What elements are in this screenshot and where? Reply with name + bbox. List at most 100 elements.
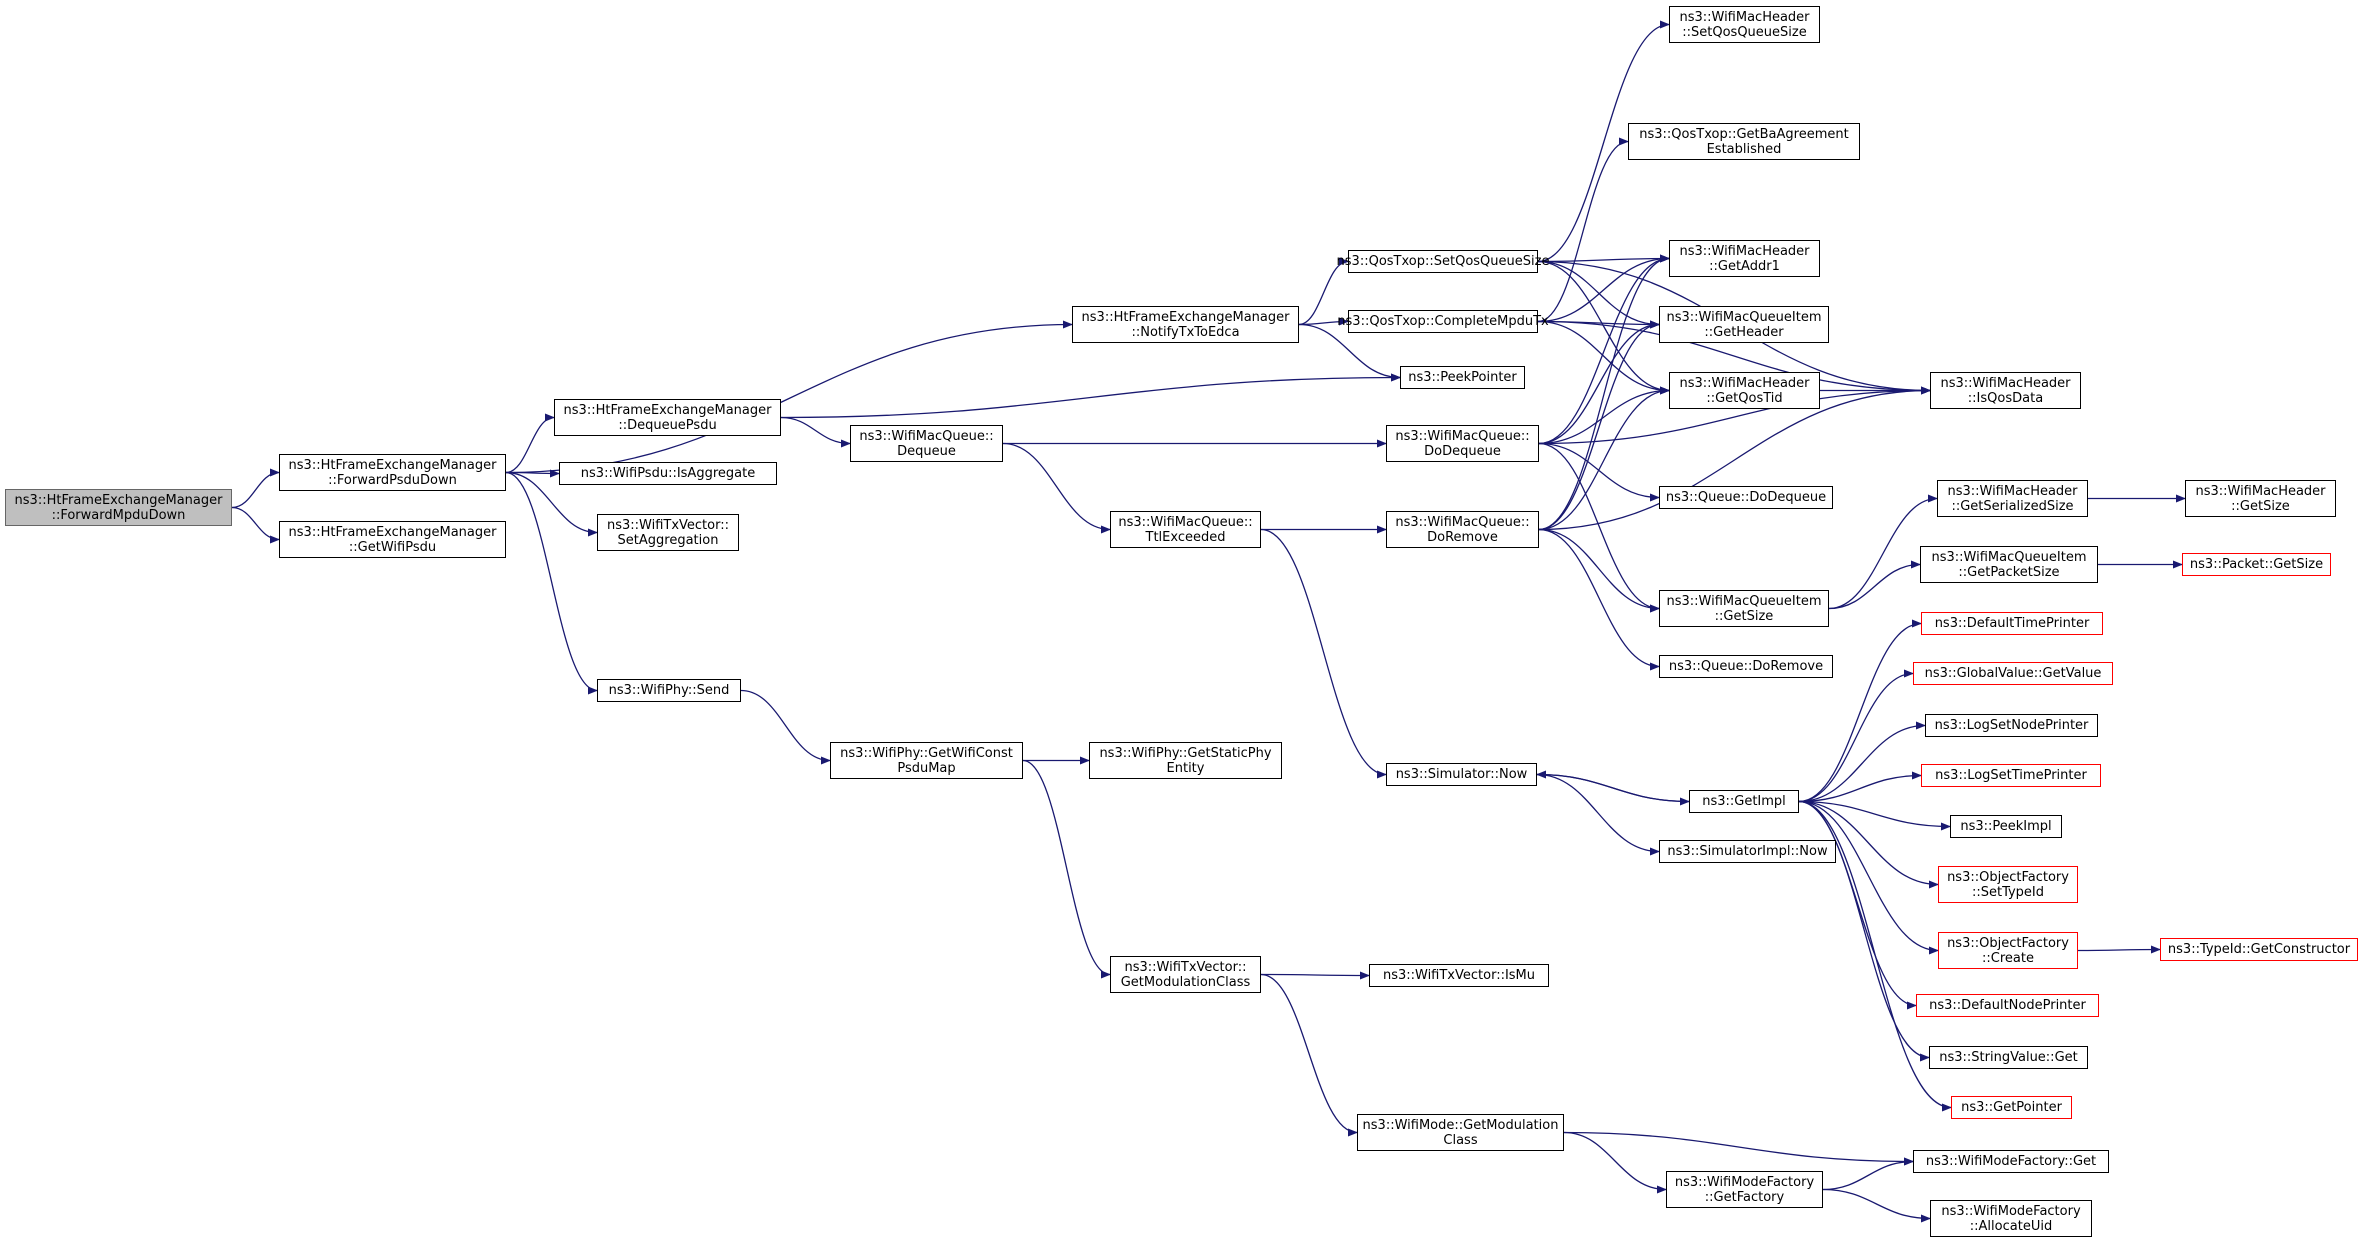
node-mode-factory-get-factory[interactable]: ns3::WifiModeFactory ::GetFactory	[1666, 1171, 1823, 1208]
node-mac-queue-dequeue[interactable]: ns3::WifiMacQueue:: Dequeue	[850, 425, 1003, 462]
node-mac-queue-ttl-exceeded[interactable]: ns3::WifiMacQueue:: TtlExceeded	[1110, 511, 1261, 548]
call-edge-n_fwdpsdu-to-n_setagg	[505, 471, 598, 537]
call-edge-n_dequeuepsdu-to-n_qdequeue	[780, 416, 851, 448]
call-edge-n_completempdu-to-n_getba	[1537, 137, 1629, 323]
call-edge-n_notifytx-to-n_peekpointer	[1298, 323, 1401, 382]
node-peek-impl[interactable]: ns3::PeekImpl	[1950, 815, 2062, 838]
node-mode-get-modulation-class[interactable]: ns3::WifiMode::GetModulation Class	[1357, 1114, 1564, 1151]
node-header-is-qos-data[interactable]: ns3::WifiMacHeader ::IsQosData	[1930, 372, 2081, 409]
node-queue-do-remove[interactable]: ns3::Queue::DoRemove	[1659, 655, 1833, 678]
call-edge-n_doremove-to-n_itemgetsize	[1538, 528, 1660, 613]
call-edge-n_setqos-to-n_getaddr1	[1537, 254, 1670, 263]
node-default-time-printer[interactable]: ns3::DefaultTimePrinter	[1921, 612, 2103, 635]
call-edge-n_getimpl-to-n_create	[1798, 800, 1939, 955]
node-simulator-impl-now[interactable]: ns3::SimulatorImpl::Now	[1659, 840, 1836, 863]
call-edge-n_setqos-to-n_getqostid	[1537, 260, 1670, 395]
node-log-set-node-printer[interactable]: ns3::LogSetNodePrinter	[1925, 714, 2098, 737]
node-header-get-size[interactable]: ns3::WifiMacHeader ::GetSize	[2185, 480, 2336, 517]
node-mac-queue-do-remove[interactable]: ns3::WifiMacQueue:: DoRemove	[1386, 511, 1539, 548]
node-string-value-get[interactable]: ns3::StringValue::Get	[1929, 1046, 2088, 1069]
node-object-factory-create[interactable]: ns3::ObjectFactory ::Create	[1938, 932, 2078, 969]
call-edge-n_dodequeue-to-n_itemgetsize	[1538, 442, 1660, 613]
call-edge-n_getfactory-to-n_factoryget	[1822, 1157, 1914, 1191]
call-edge-n_getimpl-to-n_simnow	[1536, 770, 1690, 803]
call-edge-n_root-to-n_getwifipsdu	[231, 506, 280, 544]
call-edge-n_modegetmod-to-n_getfactory	[1563, 1131, 1667, 1194]
node-forward-mpdu-down: ns3::HtFrameExchangeManager ::ForwardMpd…	[5, 489, 232, 526]
node-global-value-get-value[interactable]: ns3::GlobalValue::GetValue	[1913, 662, 2113, 685]
node-queue-item-get-header[interactable]: ns3::WifiMacQueueItem ::GetHeader	[1659, 306, 1829, 343]
node-log-set-time-printer[interactable]: ns3::LogSetTimePrinter	[1921, 764, 2101, 787]
node-header-get-addr1[interactable]: ns3::WifiMacHeader ::GetAddr1	[1669, 240, 1820, 277]
node-get-static-phy-entity[interactable]: ns3::WifiPhy::GetStaticPhy Entity	[1089, 742, 1282, 779]
call-edge-n_root-to-n_fwdpsdu	[231, 468, 280, 509]
call-edge-n_simnow-to-n_simimplnow	[1536, 773, 1660, 856]
call-edge-n_getfactory-to-n_allocuid	[1822, 1188, 1931, 1223]
node-tx-vector-is-mu[interactable]: ns3::WifiTxVector::IsMu	[1369, 964, 1549, 987]
call-edge-n_doremove-to-n_getqostid	[1538, 386, 1670, 531]
call-edge-n_notifytx-to-n_setqos	[1298, 257, 1349, 326]
node-peek-pointer[interactable]: ns3::PeekPointer	[1400, 366, 1525, 389]
node-object-factory-set-type-id[interactable]: ns3::ObjectFactory ::SetTypeId	[1938, 866, 2078, 903]
node-notify-tx-to-edca[interactable]: ns3::HtFrameExchangeManager ::NotifyTxTo…	[1072, 306, 1299, 343]
call-edge-n_completempdu-to-n_isqosdata	[1537, 320, 1931, 395]
call-edge-n_completempdu-to-n_getqostid	[1537, 320, 1670, 395]
node-header-get-qos-tid[interactable]: ns3::WifiMacHeader ::GetQosTid	[1669, 372, 1820, 409]
call-edge-n_itemgetsize-to-n_getserialized	[1828, 494, 1938, 610]
node-packet-get-size[interactable]: ns3::Packet::GetSize	[2182, 553, 2331, 576]
node-queue-item-get-size[interactable]: ns3::WifiMacQueueItem ::GetSize	[1659, 590, 1829, 627]
call-edge-n_getimpl-to-n_peekimpl	[1798, 800, 1951, 831]
node-tx-vector-get-modulation-class[interactable]: ns3::WifiTxVector:: GetModulationClass	[1110, 956, 1261, 993]
call-edge-n_getimpl-to-n_stringget	[1798, 800, 1930, 1062]
call-edge-n_dodequeue-to-n_getaddr1	[1538, 254, 1670, 445]
call-edge-n_doremove-to-n_isqosdata	[1538, 386, 1931, 531]
call-edge-n_getimpl-to-n_getpointer	[1798, 800, 1952, 1112]
node-type-id-get-constructor[interactable]: ns3::TypeId::GetConstructor	[2160, 938, 2358, 961]
node-psdu-is-aggregate[interactable]: ns3::WifiPsdu::IsAggregate	[559, 462, 777, 485]
node-mode-factory-allocate-uid[interactable]: ns3::WifiModeFactory ::AllocateUid	[1930, 1200, 2092, 1237]
call-edge-n_doremove-to-n_itemgetheader	[1538, 320, 1660, 531]
call-edge-n_getimpl-to-n_settypeid	[1798, 800, 1939, 889]
call-edge-n_itemgetsize-to-n_getpacketsize	[1828, 560, 1921, 610]
node-default-node-printer[interactable]: ns3::DefaultNodePrinter	[1916, 994, 2099, 1017]
node-phy-send[interactable]: ns3::WifiPhy::Send	[597, 679, 741, 702]
call-edge-n_create-to-n_getconstructor	[2077, 945, 2161, 954]
node-mac-queue-do-dequeue[interactable]: ns3::WifiMacQueue:: DoDequeue	[1386, 425, 1539, 462]
call-edge-n_dodequeue-to-n_itemgetheader	[1538, 320, 1660, 445]
node-simulator-now[interactable]: ns3::Simulator::Now	[1386, 763, 1537, 786]
call-edge-n_ttl-to-n_simnow	[1260, 528, 1387, 779]
call-edge-n_fwdpsdu-to-n_dequeuepsdu	[505, 413, 555, 474]
node-get-pointer[interactable]: ns3::GetPointer	[1951, 1096, 2072, 1119]
node-qos-txop-set-qos-queue-size[interactable]: ns3::QosTxop::SetQosQueueSize	[1337, 250, 1549, 273]
call-edge-n_doremove-to-n_getaddr1	[1538, 254, 1670, 531]
node-get-wifi-const-psdu-map[interactable]: ns3::WifiPhy::GetWifiConst PsduMap	[830, 742, 1023, 779]
node-qos-txop-get-ba-agreement-established[interactable]: ns3::QosTxop::GetBaAgreement Established	[1628, 123, 1860, 160]
call-edge-n_qdequeue-to-n_ttl	[1002, 442, 1111, 534]
node-forward-psdu-down[interactable]: ns3::HtFrameExchangeManager ::ForwardPsd…	[279, 454, 506, 491]
node-qos-txop-complete-mpdu-tx[interactable]: ns3::QosTxop::CompleteMpduTx	[1337, 310, 1549, 333]
node-mode-factory-get[interactable]: ns3::WifiModeFactory::Get	[1913, 1150, 2109, 1173]
call-edge-n_dequeuepsdu-to-n_peekpointer	[780, 373, 1401, 419]
node-get-wifi-psdu[interactable]: ns3::HtFrameExchangeManager ::GetWifiPsd…	[279, 521, 506, 558]
call-edge-n_completempdu-to-n_getaddr1	[1537, 254, 1670, 323]
call-edge-n_getimpl-to-n_globalvalue	[1798, 669, 1914, 803]
node-queue-do-dequeue[interactable]: ns3::Queue::DoDequeue	[1659, 486, 1833, 509]
call-edge-n_getwificonst-to-n_getmodclass	[1022, 759, 1111, 979]
node-queue-item-get-packet-size[interactable]: ns3::WifiMacQueueItem ::GetPacketSize	[1920, 546, 2098, 583]
call-edge-n_getimpl-to-n_logsettime	[1798, 771, 1922, 803]
call-edge-n_getmodclass-to-n_ismu	[1260, 971, 1370, 980]
call-edge-n_dodequeue-to-n_getqostid	[1538, 386, 1670, 445]
call-edge-n_getimpl-to-n_logsetnode	[1798, 721, 1926, 803]
node-get-impl[interactable]: ns3::GetImpl	[1689, 790, 1799, 813]
call-edge-n_setqos-to-n_hdrsetqos	[1537, 20, 1670, 263]
node-set-aggregation[interactable]: ns3::WifiTxVector:: SetAggregation	[597, 514, 739, 551]
node-dequeue-psdu[interactable]: ns3::HtFrameExchangeManager ::DequeuePsd…	[554, 399, 781, 436]
node-header-set-qos-queue-size[interactable]: ns3::WifiMacHeader ::SetQosQueueSize	[1669, 6, 1820, 43]
node-header-get-serialized-size[interactable]: ns3::WifiMacHeader ::GetSerializedSize	[1937, 480, 2088, 517]
call-edge-n_modegetmod-to-n_factoryget	[1563, 1131, 1914, 1166]
call-edge-n_fwdpsdu-to-n_physend	[505, 471, 598, 695]
call-edge-n_getmodclass-to-n_modegetmod	[1260, 973, 1358, 1137]
call-edge-n_physend-to-n_getwificonst	[740, 689, 831, 765]
call-edge-n_getimpl-to-n_defaulttime	[1798, 619, 1922, 803]
